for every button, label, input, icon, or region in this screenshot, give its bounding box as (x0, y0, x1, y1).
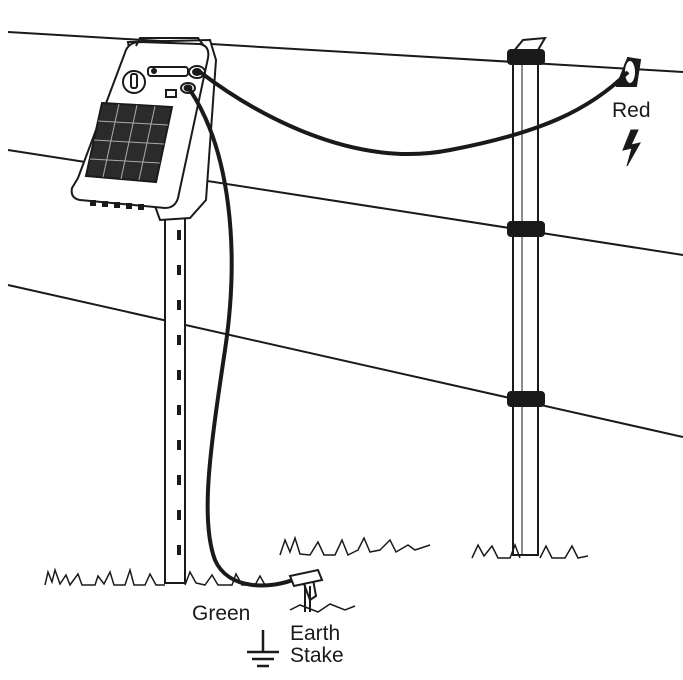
fence-post (507, 36, 547, 556)
green-lead-wire (188, 88, 299, 588)
earth-stake (288, 568, 324, 612)
red-lead-label: Red (612, 99, 651, 122)
brand-logo (147, 66, 189, 77)
insulator (507, 49, 545, 407)
red-lead-wire (198, 70, 630, 156)
solar-energizer (70, 37, 218, 222)
earth-stake-label-line2: Stake (290, 644, 344, 667)
lightning-bolt-icon (622, 129, 641, 167)
green-lead-label: Green (192, 602, 251, 625)
earth-stake-label-line1: Earth (290, 622, 341, 645)
indicator-light (165, 89, 177, 98)
ground-symbol-icon (247, 630, 279, 668)
fence-wire-bottom (7, 284, 683, 438)
energizer-post (164, 214, 186, 584)
fence-wire-top (7, 31, 683, 73)
grass (44, 535, 589, 613)
